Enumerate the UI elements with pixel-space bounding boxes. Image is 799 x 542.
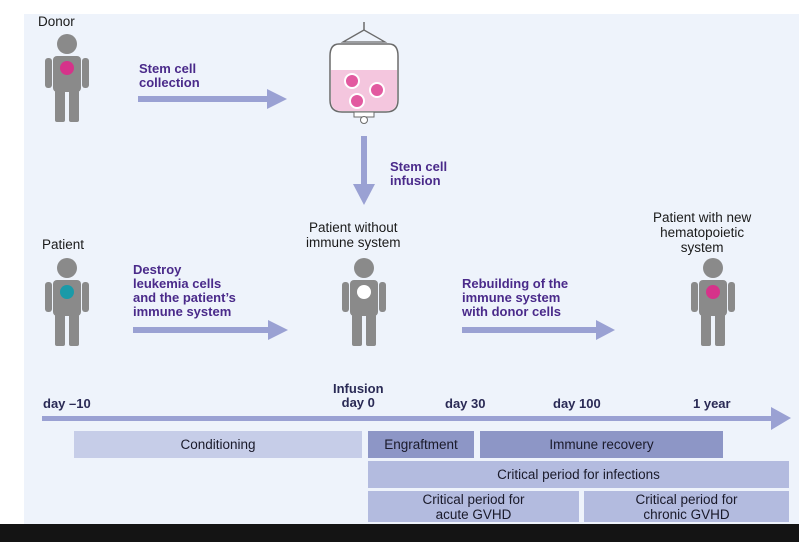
- day100-label: day 100: [553, 396, 601, 411]
- patient-new-heart: [706, 285, 720, 299]
- patient-with-label: Patient with new hematopoietic system: [653, 210, 752, 255]
- bottom-border: [0, 524, 799, 542]
- engraftment-bar: Engraftment: [368, 431, 474, 458]
- stem-cell: [369, 82, 385, 98]
- chronic-gvhd-bar: Critical period for chronic GVHD: [584, 491, 789, 522]
- conditioning-bar: Conditioning: [74, 431, 362, 458]
- patient-without-heart: [357, 285, 371, 299]
- infusion-step-label: Stem cell infusion: [390, 159, 448, 188]
- infusion-arrow: [353, 136, 375, 205]
- year1-label: 1 year: [693, 396, 731, 411]
- patient-without-label: Patient without immune system: [306, 220, 401, 250]
- stem-cell: [349, 93, 365, 109]
- day30-label: day 30: [445, 396, 486, 411]
- stem-cell: [344, 73, 360, 89]
- donor-figure: [45, 34, 89, 122]
- infections-bar: Critical period for infections: [368, 461, 789, 488]
- donor-heart: [60, 61, 74, 75]
- timeline-arrow: [42, 407, 791, 430]
- destroy-step-label: Destroy leukemia cells and the patient’s…: [133, 262, 236, 319]
- rebuild-step-label: Rebuilding of the immune system with don…: [462, 276, 569, 319]
- day-minus10-label: day –10: [43, 396, 91, 411]
- patient-heart: [60, 285, 74, 299]
- stem-cell-bag: [329, 22, 399, 124]
- donor-label: Donor: [38, 14, 75, 29]
- collection-step-label: Stem cell collection: [139, 61, 200, 90]
- collection-arrow: [138, 89, 287, 109]
- patient-label: Patient: [42, 237, 85, 252]
- destroy-arrow: [133, 320, 288, 340]
- acute-gvhd-bar: Critical period for acute GVHD: [368, 491, 579, 522]
- patient-without-figure: [342, 258, 386, 346]
- immune-recovery-bar: Immune recovery: [480, 431, 723, 458]
- rebuild-arrow: [462, 320, 615, 340]
- infusion-timeline-label: Infusion day 0: [333, 381, 384, 410]
- patient-new-figure: [691, 258, 735, 346]
- patient-figure: [45, 258, 89, 346]
